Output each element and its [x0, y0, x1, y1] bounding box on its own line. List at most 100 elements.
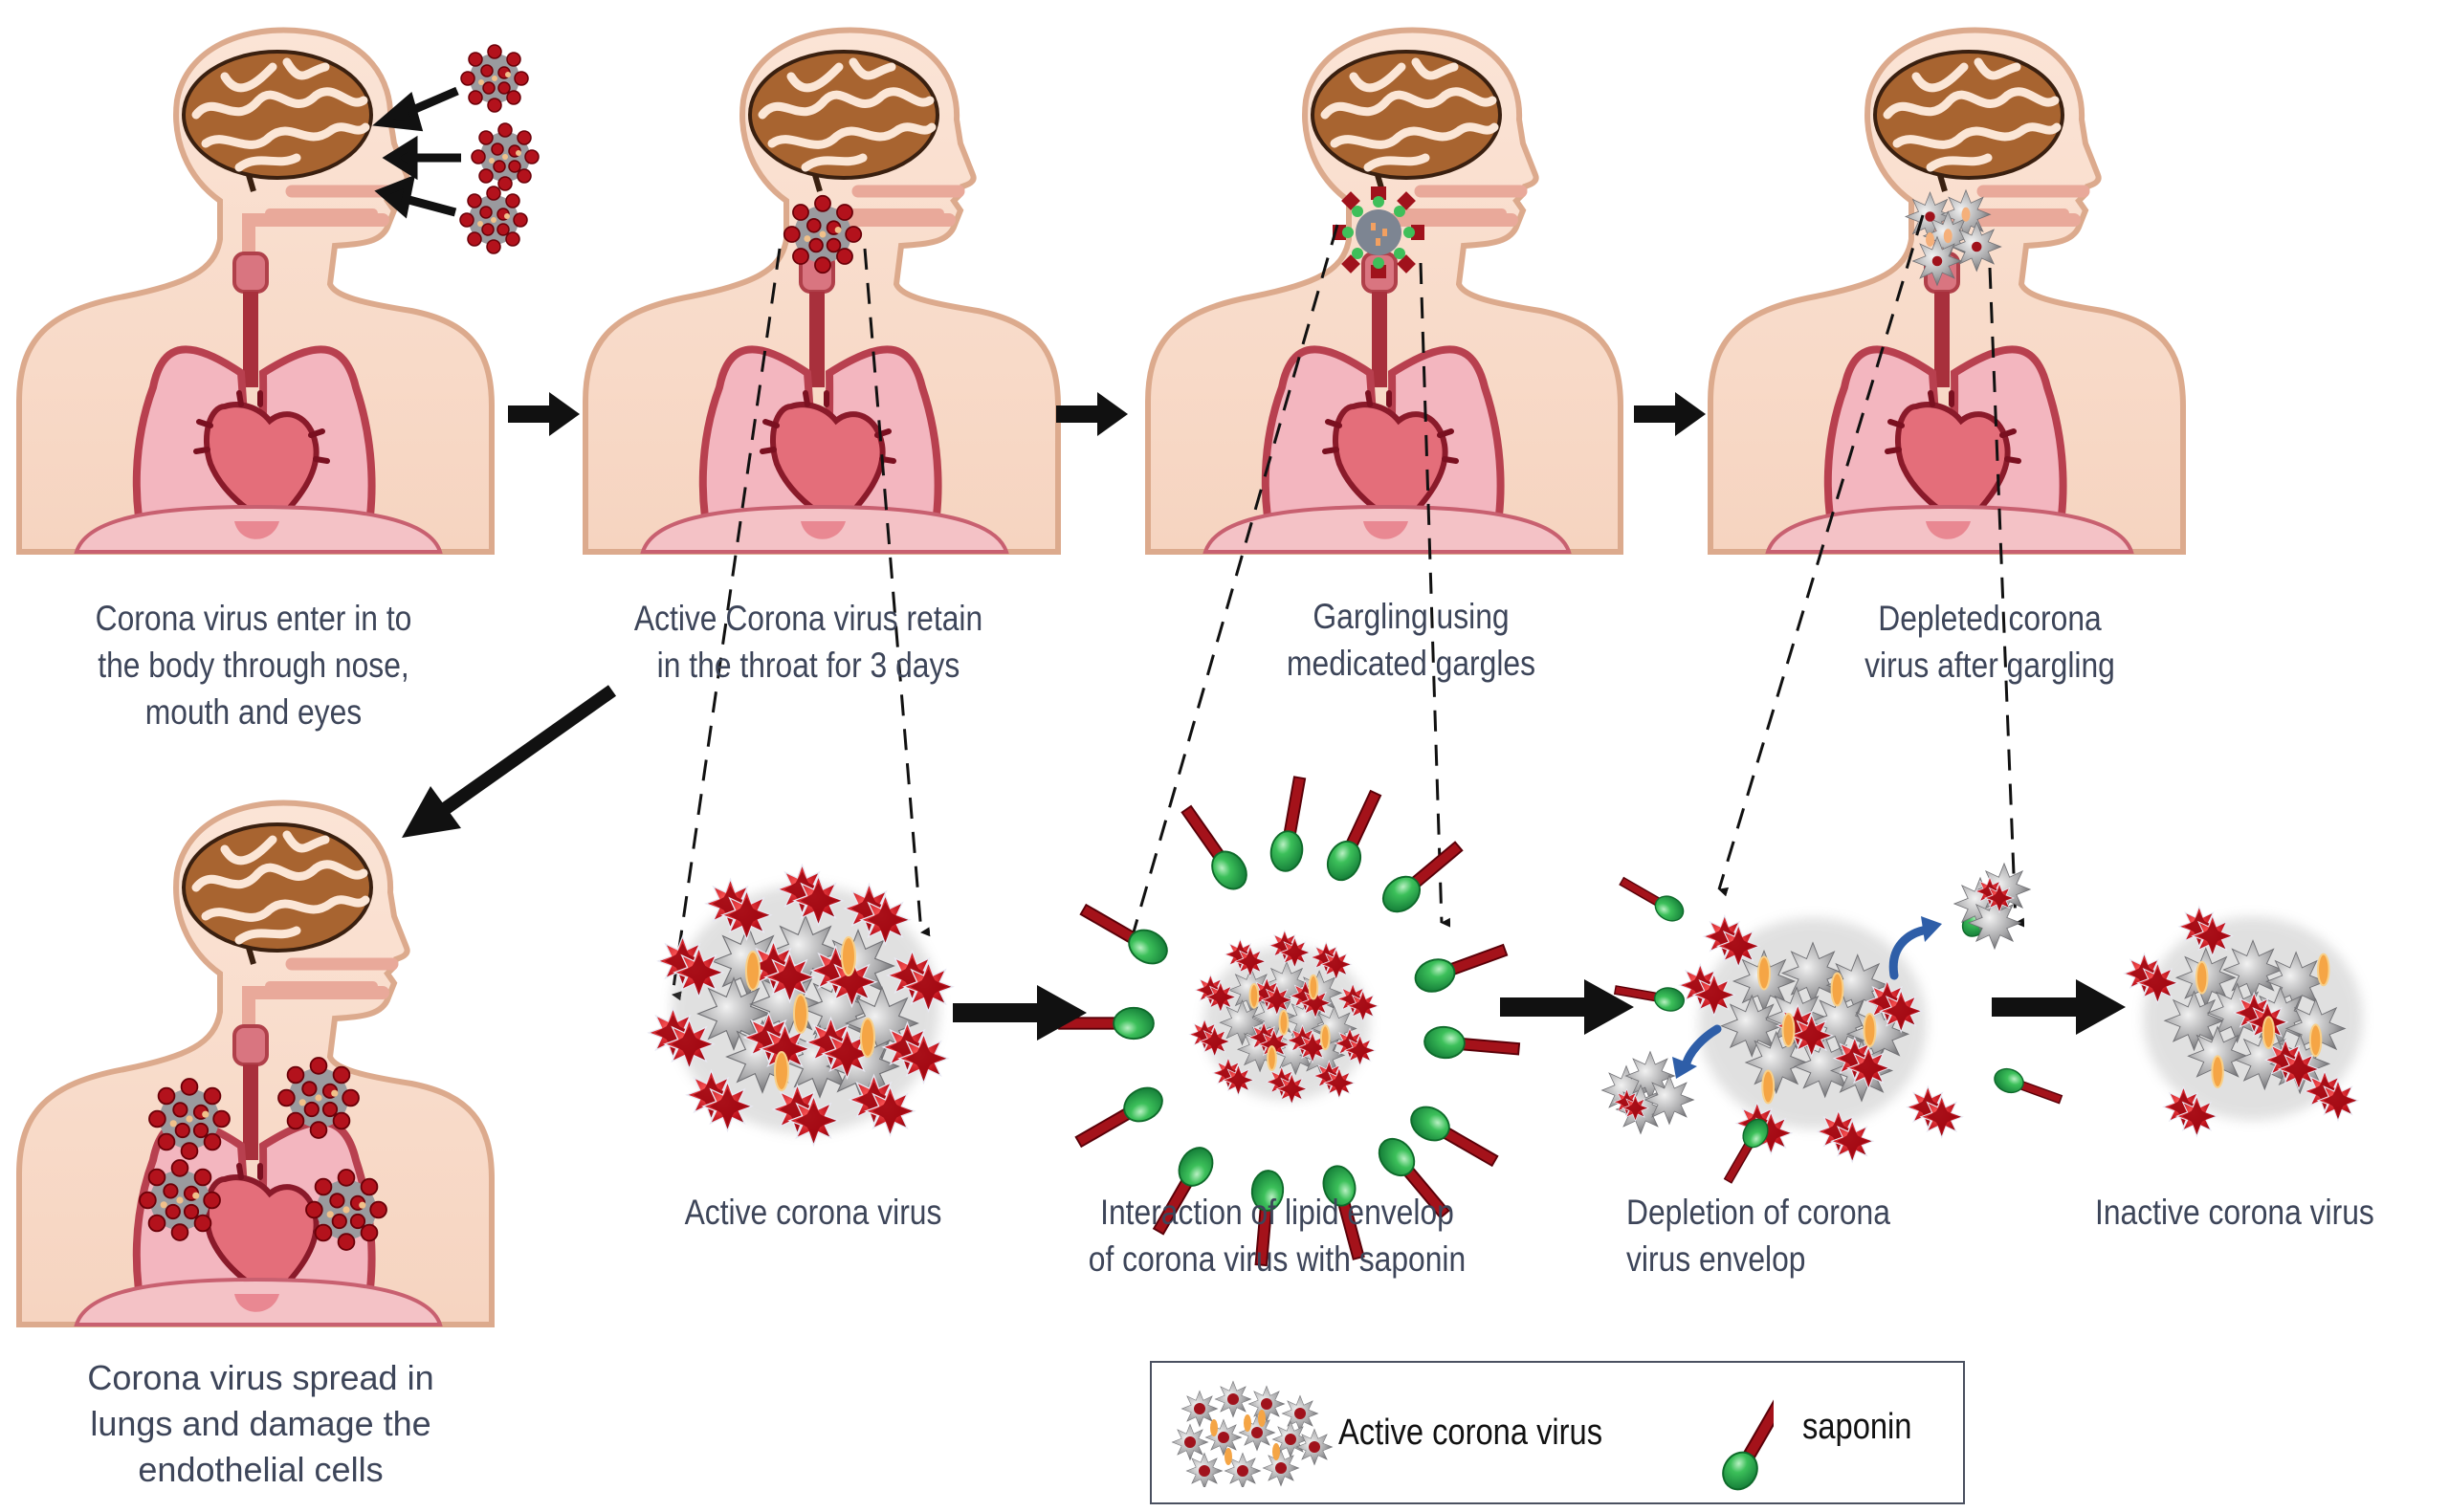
envelope-release-arrow-icon	[1672, 1024, 1722, 1079]
virus-core	[1248, 983, 1260, 1009]
caption-line: lungs and damage the	[90, 1404, 431, 1443]
saponin-molecule	[1074, 895, 1175, 972]
virus-core	[2195, 960, 2209, 995]
active-corona-virus-icon	[1172, 1381, 1333, 1487]
human-figure-gargle	[1148, 31, 1621, 552]
legend-label-virus: Active corona virus	[1338, 1413, 1603, 1453]
depleted-virus-throat-icon	[1905, 189, 2002, 286]
red-virion	[1261, 984, 1292, 1016]
red-virion	[2136, 962, 2178, 1004]
caption-line: Interaction of lipid envelop	[1100, 1193, 1454, 1232]
saponin-molecule	[1990, 1063, 2065, 1111]
red-virion	[898, 1033, 949, 1084]
red-virion	[1199, 1025, 1230, 1058]
virus-core	[1244, 1414, 1251, 1432]
caption-line: Active Corona virus retain	[633, 599, 983, 638]
virion-core	[1251, 1427, 1263, 1438]
depletion-virus-cluster	[1601, 863, 2065, 1188]
virus-core	[745, 951, 761, 991]
red-virion	[1984, 883, 2015, 913]
virion-core	[1218, 1432, 1229, 1443]
caption-line: virus envelop	[1626, 1239, 1806, 1279]
virus-core	[2261, 1016, 2276, 1049]
saponin-molecule	[1615, 870, 1688, 927]
virus-core	[2211, 1055, 2224, 1088]
envelope-fragment	[1644, 1075, 1694, 1125]
saponin-molecule	[1409, 934, 1511, 998]
virus-core	[1863, 1013, 1877, 1047]
red-virion	[2192, 915, 2234, 957]
red-virion	[1344, 1035, 1376, 1066]
active-virus-cluster	[648, 864, 954, 1146]
envelope-release-arrow-icon	[1888, 916, 1942, 980]
virus-core	[2308, 1023, 2323, 1058]
virion-core	[1184, 1436, 1196, 1448]
saponin-molecule	[1375, 833, 1470, 920]
legend: Active corona virus saponin	[1150, 1361, 1965, 1504]
virus-in-lung-icon	[148, 1078, 231, 1160]
caption-line: Depletion of corona	[1626, 1193, 1890, 1232]
process-arrow-3	[1992, 979, 2126, 1035]
saponin-molecule	[1422, 1024, 1521, 1065]
red-virion	[721, 889, 772, 940]
virus-core	[1761, 1069, 1776, 1105]
caption-gargle: Gargling using medicated gargles	[1202, 593, 1622, 687]
virus-core	[1308, 974, 1319, 1000]
saponin-molecule	[1173, 799, 1255, 897]
virus-core	[1830, 972, 1844, 1007]
red-virion	[1234, 946, 1267, 977]
caption-line: endothelial cells	[138, 1450, 384, 1489]
inactive-virus-cluster	[2123, 906, 2363, 1137]
red-virion	[860, 894, 911, 945]
virus-entering-eyes-icon	[460, 44, 529, 113]
virus-entering-mouth-icon	[459, 186, 528, 254]
red-virion	[1204, 981, 1237, 1013]
human-figure-spread	[19, 803, 492, 1325]
human-figure-retain	[585, 31, 1058, 552]
virus-in-lung-icon	[277, 1057, 360, 1139]
virus-core	[1258, 1410, 1266, 1427]
saponin-icon	[1722, 1398, 1774, 1491]
caption-line: medicated gargles	[1286, 644, 1536, 683]
process-arrow-1	[953, 985, 1087, 1041]
red-virion	[793, 875, 844, 926]
virus-core	[1319, 1024, 1331, 1051]
caption-line: Corona virus spread in	[87, 1358, 434, 1397]
caption-entry: Corona virus enter in to the body throug…	[44, 595, 464, 735]
caption-line: of corona virus with saponin	[1088, 1239, 1467, 1279]
spread-arrow	[402, 685, 617, 838]
entry-arrows	[372, 86, 461, 219]
caption-inactive: Inactive corona virus	[2095, 1189, 2440, 1236]
virus-with-saponin-throat-icon	[1333, 186, 1424, 278]
red-virion	[1320, 949, 1352, 980]
red-virion	[1790, 1014, 1833, 1057]
caption-depletion: Depletion of corona virus envelop	[1626, 1189, 1939, 1282]
red-virion	[673, 947, 724, 997]
red-virion	[1847, 1046, 1890, 1089]
stage-arrow-3	[1634, 392, 1706, 436]
virus-core	[860, 1018, 875, 1058]
virion-core	[1294, 1408, 1306, 1419]
caption-interaction: Interaction of lipid envelop of corona v…	[1068, 1189, 1488, 1282]
virus-core	[1267, 1045, 1277, 1071]
red-virion	[1323, 1067, 1356, 1099]
process-arrow-2	[1500, 979, 1634, 1035]
virus-core	[1272, 1443, 1280, 1460]
saponin-molecule	[1403, 1099, 1504, 1175]
virus-in-throat-icon	[783, 194, 863, 274]
virion-core	[1237, 1465, 1248, 1477]
caption-depleted: Depleted corona virus after gargling	[1780, 595, 2200, 689]
virus-core	[1757, 955, 1771, 991]
caption-line: Active corona virus	[684, 1193, 942, 1232]
red-virion	[1717, 925, 1760, 968]
red-virion	[1622, 1094, 1649, 1122]
saponin-molecule	[1070, 1080, 1170, 1156]
virus-core	[841, 936, 856, 976]
virion-core	[1227, 1393, 1239, 1405]
red-virion	[1223, 1064, 1254, 1096]
interaction-virus-cluster	[1058, 774, 1521, 1267]
red-virion	[1831, 1120, 1874, 1163]
virion-core	[1309, 1441, 1320, 1453]
virion-core	[1194, 1403, 1205, 1414]
virus-core	[1781, 1013, 1796, 1047]
